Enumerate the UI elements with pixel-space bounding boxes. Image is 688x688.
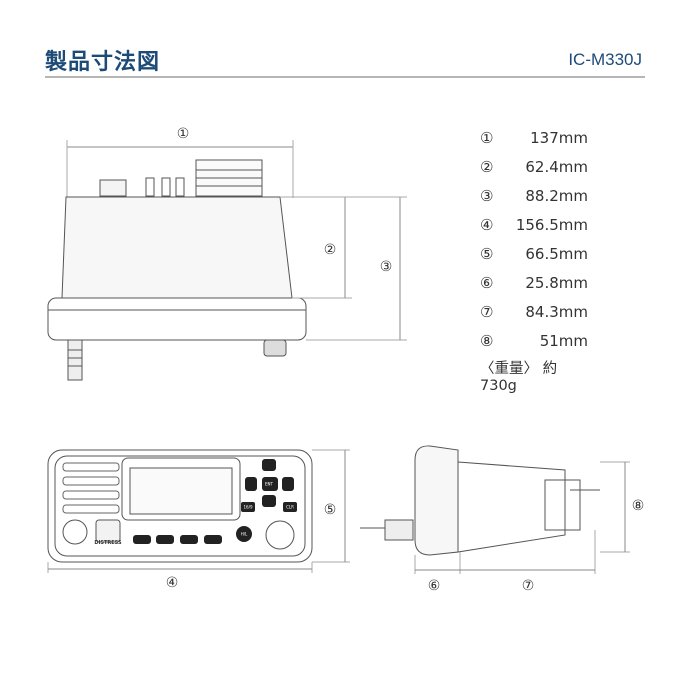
spec-mark: ② xyxy=(480,157,494,176)
dim-label-6: ⑥ xyxy=(427,578,441,594)
spec-value: 51mm xyxy=(539,331,588,350)
spec-value: 66.5mm xyxy=(525,244,588,263)
model-name: IC-M330J xyxy=(568,50,642,69)
spec-row: ⑤ 66.5mm xyxy=(480,239,588,268)
top-view-drawing xyxy=(47,140,407,381)
spec-mark: ④ xyxy=(480,215,494,234)
spec-value: 88.2mm xyxy=(525,186,588,205)
ent-label: ENT xyxy=(265,481,273,487)
dim-label-1: ① xyxy=(176,126,190,142)
spec-mark: ① xyxy=(480,128,494,147)
spec-value: 25.8mm xyxy=(525,273,588,292)
spec-mark: ⑧ xyxy=(480,331,494,350)
side-view-drawing xyxy=(360,445,630,574)
spec-value: 62.4mm xyxy=(525,157,588,176)
header-divider xyxy=(45,76,645,78)
spec-value: 137mm xyxy=(530,128,588,147)
spec-row: ⑧ 51mm xyxy=(480,326,588,355)
spec-mark: ③ xyxy=(480,186,494,205)
clr-label: CLR xyxy=(286,504,294,510)
weight-text: 〈重量〉 約730g xyxy=(480,361,558,394)
dim-label-5: ⑤ xyxy=(323,502,337,518)
spec-row: ② 62.4mm xyxy=(480,152,588,181)
spec-mark: ⑤ xyxy=(480,244,494,263)
dim-label-3: ③ xyxy=(379,259,393,275)
spec-row: ⑥ 25.8mm xyxy=(480,268,588,297)
spec-mark: ⑥ xyxy=(480,273,494,292)
page-title: 製品寸法図 xyxy=(45,50,161,75)
spec-mark: ⑦ xyxy=(480,302,494,321)
spec-value: 156.5mm xyxy=(515,215,588,234)
dim-label-2: ② xyxy=(323,242,337,258)
spec-row: ④ 156.5mm xyxy=(480,210,588,239)
spec-row: ⑦ 84.3mm xyxy=(480,297,588,326)
spec-row: ③ 88.2mm xyxy=(480,181,588,210)
spec-value: 84.3mm xyxy=(525,302,588,321)
dim-label-4: ④ xyxy=(165,575,179,591)
front-view-drawing xyxy=(47,449,350,573)
distress-label: DISTRESS xyxy=(94,540,122,546)
hilo-label: H/L xyxy=(240,531,248,537)
spec-row: ① 137mm xyxy=(480,123,588,152)
ch16-label: 16/9 xyxy=(243,504,253,510)
dim-label-7: ⑦ xyxy=(521,578,535,594)
dim-label-8: ⑧ xyxy=(631,498,645,514)
